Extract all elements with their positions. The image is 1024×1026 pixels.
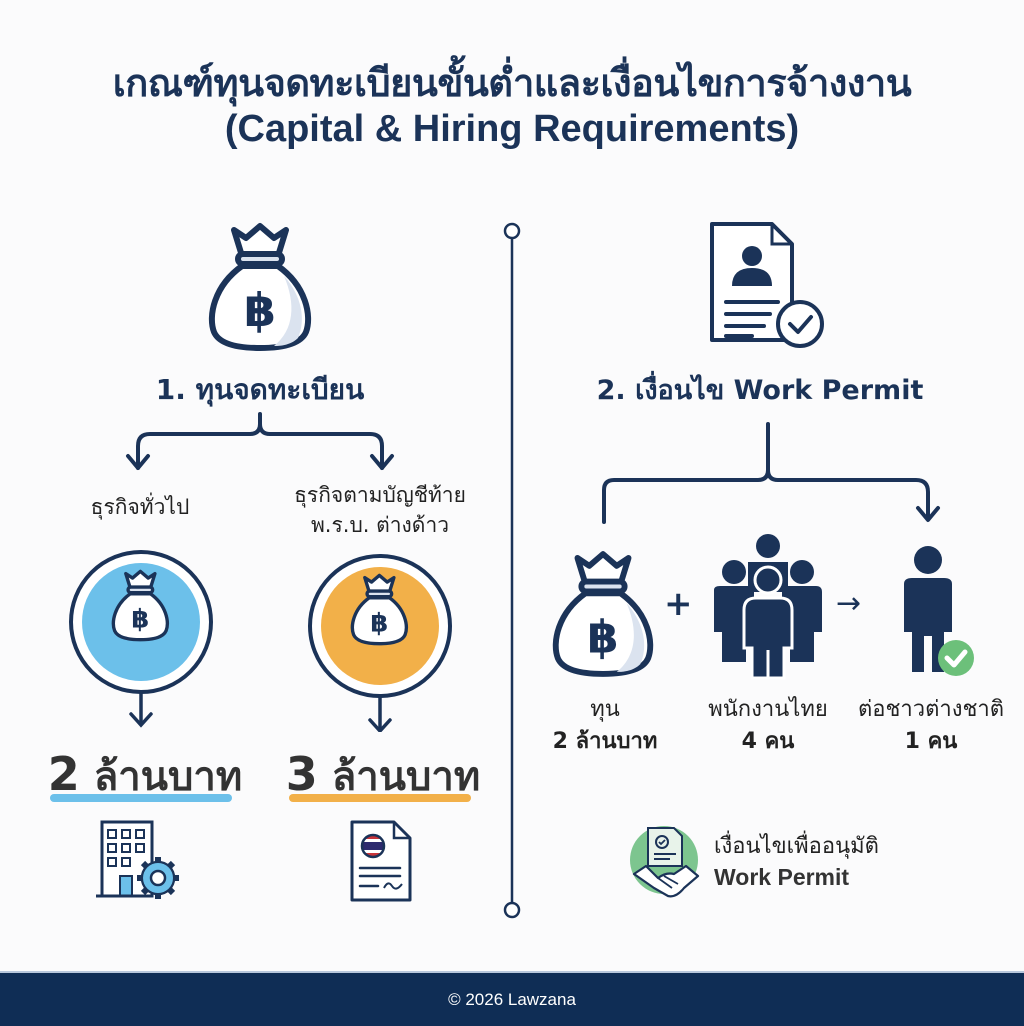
- svg-text:฿: ฿: [587, 610, 618, 663]
- money-bag-circle-orange-icon: ฿: [308, 554, 452, 732]
- footer: © 2026 Lawzana: [0, 971, 1024, 1026]
- work-permit-branch-brace: [602, 422, 940, 524]
- person-check-icon: [904, 546, 974, 676]
- work-permit-note: เงื่อนไขเพื่ออนุมัติ Work Permit: [714, 832, 879, 894]
- svg-text:฿: ฿: [244, 283, 276, 337]
- group-people-icon: [714, 534, 822, 680]
- formula-foreigner-label: ต่อชาวต่างชาติ 1 คน: [846, 694, 1016, 758]
- money-bag-baht-icon: ฿: [552, 551, 654, 677]
- capital-branch-brace: [126, 412, 394, 470]
- work-permit-heading: 2. เงื่อนไข Work Permit: [596, 375, 924, 406]
- svg-text:฿: ฿: [131, 604, 149, 634]
- formula-thai-staff-label: พนักงานไทย 4 คน: [688, 694, 848, 758]
- arrow-operator: →: [836, 586, 862, 621]
- formula-capital-line1: ทุน: [590, 697, 620, 722]
- branch-label-foreign-list: ธุรกิจตามบัญชีท้าย พ.ร.บ. ต่างด้าว: [270, 480, 490, 540]
- amount-general: 2 ล้านบาท: [40, 744, 250, 808]
- amount-number: 3: [285, 747, 318, 801]
- page-title-thai: เกณฑ์ทุนจดทะเบียนขั้นต่ำและเงื่อนไขการจ้…: [112, 61, 912, 105]
- plus-operator: +: [664, 584, 693, 624]
- amount-number: 2: [47, 747, 80, 801]
- amount-unit: ล้านบาท: [331, 754, 481, 800]
- building-gear-icon: [96, 820, 179, 899]
- formula-thai-staff-line2: 4 คน: [741, 729, 795, 754]
- formula-capital-label: ทุน 2 ล้านบาท: [530, 694, 680, 758]
- branch-label-general: ธุรกิจทั่วไป: [90, 495, 190, 519]
- amount-unit: ล้านบาท: [93, 754, 243, 800]
- svg-text:฿: ฿: [370, 608, 388, 638]
- thai-flag-document-icon: [350, 820, 412, 902]
- formula-capital-line2: 2 ล้านบาท: [552, 729, 658, 754]
- formula-foreigner-line1: ต่อชาวต่างชาติ: [857, 697, 1005, 722]
- section-divider: [503, 222, 521, 919]
- footer-copyright: © 2026 Lawzana: [448, 990, 576, 1009]
- person-document-check-icon: [710, 222, 824, 348]
- money-bag-baht-icon: ฿: [208, 223, 312, 351]
- note-line2: Work Permit: [714, 864, 850, 890]
- formula-foreigner-line2: 1 คน: [904, 729, 958, 754]
- formula-thai-staff-line1: พนักงานไทย: [708, 697, 828, 722]
- money-bag-circle-blue-icon: ฿: [69, 550, 213, 728]
- capital-heading: 1. ทุนจดทะเบียน: [155, 373, 365, 406]
- branch-label-line2: พ.ร.บ. ต่างด้าว: [310, 513, 450, 537]
- branch-label-line1: ธุรกิจตามบัญชีท้าย: [294, 483, 466, 507]
- amount-foreign-list: 3 ล้านบาท: [278, 744, 488, 808]
- underline-blue: [50, 794, 232, 802]
- underline-orange: [289, 794, 471, 802]
- note-line1: เงื่อนไขเพื่ออนุมัติ: [714, 834, 879, 859]
- handshake-document-icon: [630, 826, 700, 898]
- page-title-english: (Capital & Hiring Requirements): [224, 108, 800, 150]
